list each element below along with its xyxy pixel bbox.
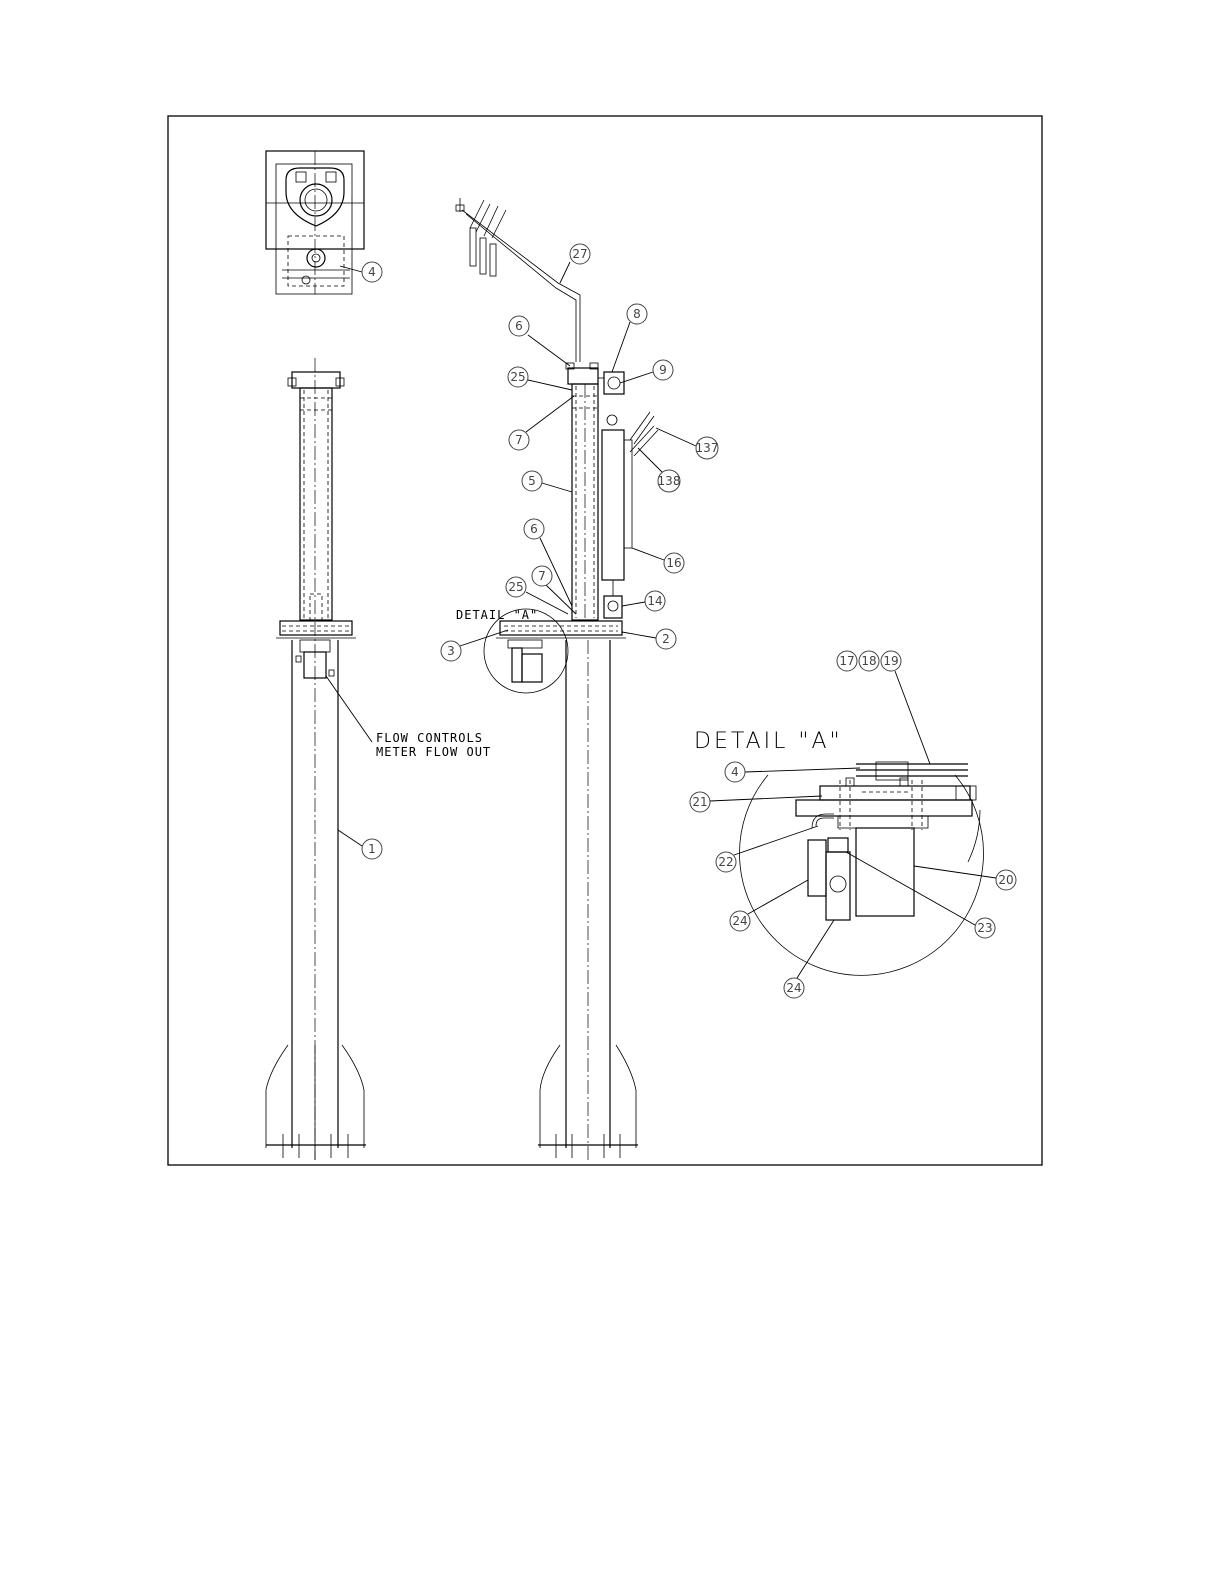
svg-text:9: 9 (659, 363, 667, 377)
svg-text:25: 25 (508, 580, 523, 594)
svg-text:5: 5 (528, 474, 536, 488)
svg-text:17: 17 (839, 654, 854, 668)
detail-a-balloons: 17 18 19 4 21 22 20 (690, 651, 1016, 998)
svg-text:23: 23 (977, 921, 992, 935)
balloon-27: 27 (560, 244, 590, 283)
svg-text:27: 27 (572, 247, 587, 261)
balloon-16: 16 (632, 548, 684, 573)
svg-text:4: 4 (368, 265, 376, 279)
balloon-7-top: 7 (509, 396, 574, 450)
balloon-19: 19 (881, 651, 930, 764)
svg-text:14: 14 (647, 594, 662, 608)
balloon-25-top: 25 (508, 367, 572, 390)
balloon-1: 1 (338, 830, 382, 859)
balloon-18: 18 (859, 651, 879, 671)
svg-text:24: 24 (732, 914, 747, 928)
balloon-2: 2 (622, 629, 676, 649)
svg-text:METER FLOW OUT: METER FLOW OUT (376, 745, 491, 759)
svg-text:16: 16 (666, 556, 681, 570)
svg-text:3: 3 (447, 644, 455, 658)
right-elevation (456, 198, 658, 1160)
balloon-17: 17 (837, 651, 857, 671)
balloon-20: 20 (914, 866, 1016, 890)
svg-text:1: 1 (368, 842, 376, 856)
balloon-137: 137 (656, 428, 718, 459)
svg-text:24: 24 (786, 981, 801, 995)
balloon-24-b: 24 (784, 920, 834, 998)
svg-text:18: 18 (861, 654, 876, 668)
detail-a-label-big: DETAIL "A" (694, 729, 843, 754)
top-plan-view (266, 151, 364, 294)
balloon-23: 23 (846, 852, 995, 938)
balloon-138: 138 (638, 448, 680, 492)
svg-text:4: 4 (731, 765, 739, 779)
left-elevation (266, 358, 366, 1160)
svg-text:137: 137 (696, 441, 719, 455)
balloon-6-low: 6 (524, 519, 572, 606)
svg-text:138: 138 (658, 474, 681, 488)
balloon-3: 3 (441, 630, 508, 661)
balloon-4-plan: 4 (340, 262, 382, 282)
balloon-22: 22 (716, 826, 818, 872)
balloon-24-a: 24 (730, 880, 808, 931)
svg-text:FLOW CONTROLS: FLOW CONTROLS (376, 731, 483, 745)
flow-controls-note: FLOW CONTROLS METER FLOW OUT (326, 676, 491, 759)
balloon-6-top: 6 (509, 316, 570, 366)
svg-text:6: 6 (515, 319, 523, 333)
detail-a-view (739, 762, 983, 975)
svg-text:6: 6 (530, 522, 538, 536)
svg-text:21: 21 (692, 795, 707, 809)
svg-text:2: 2 (662, 632, 670, 646)
svg-text:22: 22 (718, 855, 733, 869)
svg-text:7: 7 (515, 433, 523, 447)
svg-text:25: 25 (510, 370, 525, 384)
balloon-4-detail: 4 (725, 762, 860, 782)
svg-text:7: 7 (538, 569, 546, 583)
detail-a-label-small: DETAIL "A" (456, 608, 538, 622)
svg-text:8: 8 (633, 307, 641, 321)
balloon-5: 5 (522, 471, 572, 492)
svg-text:20: 20 (998, 873, 1013, 887)
balloon-21: 21 (690, 792, 822, 812)
svg-text:19: 19 (883, 654, 898, 668)
balloon-9: 9 (620, 360, 673, 383)
balloon-8: 8 (612, 304, 647, 372)
balloon-14: 14 (622, 591, 665, 611)
drawing-border (168, 116, 1042, 1165)
